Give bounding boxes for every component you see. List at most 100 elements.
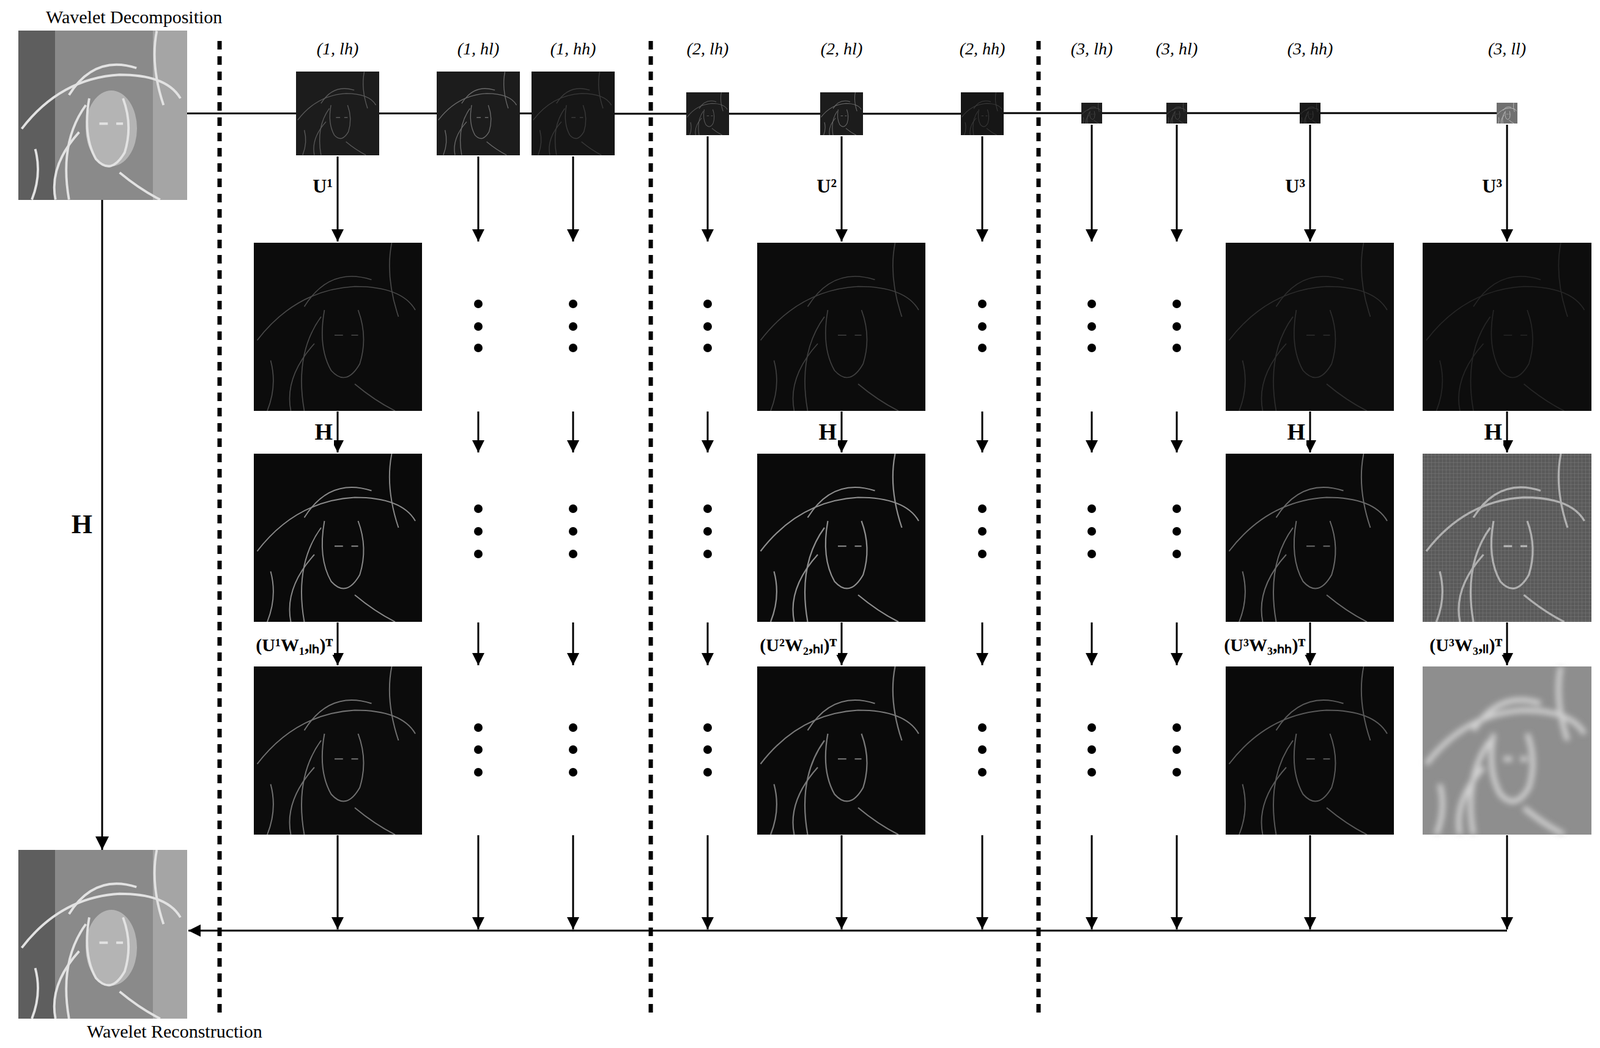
ellipsis-dot <box>1172 768 1182 777</box>
flow-arrow <box>1309 411 1312 453</box>
ellipsis-dot <box>474 322 483 331</box>
transpose-operator-label: (U³W₃,ₗₗ)ᵀ <box>1428 634 1504 656</box>
flow-arrow <box>572 835 575 930</box>
flow-connector <box>101 200 104 851</box>
operator-label: H <box>313 419 334 446</box>
subband-image: (3, hl) <box>1166 102 1188 124</box>
operator-label: U¹ <box>311 175 334 197</box>
ellipsis-dot <box>568 527 578 536</box>
flow-arrow <box>1506 622 1509 666</box>
ellipsis-dot <box>977 527 987 536</box>
ellipsis-dot <box>568 343 578 353</box>
flow-connector <box>1320 112 1497 115</box>
subband-image: (2, lh) <box>686 92 730 136</box>
ellipsis-dot <box>568 299 578 309</box>
ellipsis-dot <box>474 299 483 309</box>
ellipsis-dot <box>703 768 712 777</box>
flow-connector <box>1187 112 1300 115</box>
ellipsis-dot <box>1087 504 1097 514</box>
subband-image: (2, hh) <box>960 92 1004 136</box>
operator-label: H <box>817 419 838 446</box>
flow-connector <box>187 112 297 115</box>
flow-arrow <box>337 622 339 666</box>
subband-image: (3, lh) <box>1081 102 1103 124</box>
flow-arrow <box>981 835 984 930</box>
flow-arrow <box>477 835 480 930</box>
flow-arrow <box>1309 835 1312 930</box>
subband-label: (1, lh) <box>316 39 359 59</box>
operator-label: U³ <box>1480 175 1504 197</box>
transpose-operator-label: (U²W₂,ₕₗ)ᵀ <box>758 634 838 656</box>
ellipsis-dot <box>977 299 987 309</box>
subband-label: (2, lh) <box>686 39 729 59</box>
ellipsis-dot <box>474 768 483 777</box>
flow-arrow <box>1506 835 1509 930</box>
flow-arrow <box>1091 622 1093 666</box>
subband-image: (1, lh) <box>296 71 380 156</box>
flow-arrow <box>707 835 709 930</box>
flow-arrow <box>1091 835 1093 930</box>
ellipsis-dot <box>1087 343 1097 353</box>
ellipsis-dot <box>977 504 987 514</box>
ellipsis-dot <box>703 299 712 309</box>
ellipsis-dot <box>474 745 483 755</box>
subband-label: (2, hl) <box>820 39 863 59</box>
ellipsis-dot <box>1087 723 1097 733</box>
ellipsis-dot <box>977 549 987 559</box>
ellipsis-dot <box>703 343 712 353</box>
subband-image: (2, hl) <box>820 92 863 136</box>
ellipsis-dot <box>1087 527 1097 536</box>
flow-arrow <box>1091 124 1093 242</box>
ellipsis-dot <box>703 322 712 331</box>
ellipsis-dot <box>977 723 987 733</box>
ellipsis-dot <box>568 723 578 733</box>
ellipsis-dot <box>703 723 712 733</box>
flow-arrow <box>1506 411 1509 453</box>
flow-arrow <box>840 835 843 930</box>
stage-images <box>253 242 1592 835</box>
flow-arrow <box>981 411 984 453</box>
flow-arrow <box>1176 835 1178 930</box>
operator-label: U³ <box>1283 175 1307 197</box>
flow-arrow <box>840 411 843 453</box>
flow-arrow <box>337 156 339 242</box>
flow-connector <box>1102 112 1167 115</box>
ellipsis-dot <box>568 768 578 777</box>
flow-connector <box>1003 112 1082 115</box>
flow-arrow <box>1506 124 1509 242</box>
flow-arrow <box>840 622 843 666</box>
ellipsis-dot <box>1087 745 1097 755</box>
subband-label: (3, hl) <box>1155 39 1198 59</box>
flow-connector <box>379 112 437 115</box>
ellipsis-dot <box>568 549 578 559</box>
operator-label: U² <box>815 175 838 197</box>
ellipsis-dot <box>1087 299 1097 309</box>
reconstructed-photo <box>18 850 188 1019</box>
summation-arrow <box>188 930 1508 933</box>
flow-arrow <box>1176 622 1178 666</box>
ellipsis-dot <box>1172 322 1182 331</box>
ellipsis-dot <box>977 768 987 777</box>
ellipsis-dot <box>1087 322 1097 331</box>
subband-label: (3, ll) <box>1488 39 1526 59</box>
subband-label: (1, hh) <box>550 39 597 59</box>
flow-arrow <box>1309 622 1312 666</box>
input-photo <box>18 30 188 200</box>
flow-arrow <box>1309 124 1312 242</box>
ellipsis-dot <box>703 527 712 536</box>
subband-label: (2, hh) <box>959 39 1006 59</box>
ellipsis-dot <box>1087 768 1097 777</box>
ellipsis-dot <box>1172 549 1182 559</box>
ellipsis-dot <box>474 527 483 536</box>
ellipsis-dot <box>568 745 578 755</box>
flow-connector <box>519 112 532 115</box>
ellipsis-dot <box>977 745 987 755</box>
subband-image: (1, hh) <box>531 71 615 156</box>
flow-connector <box>729 113 821 115</box>
flow-connector <box>862 113 961 115</box>
ellipsis-dot <box>1087 549 1097 559</box>
flow-arrow <box>707 411 709 453</box>
